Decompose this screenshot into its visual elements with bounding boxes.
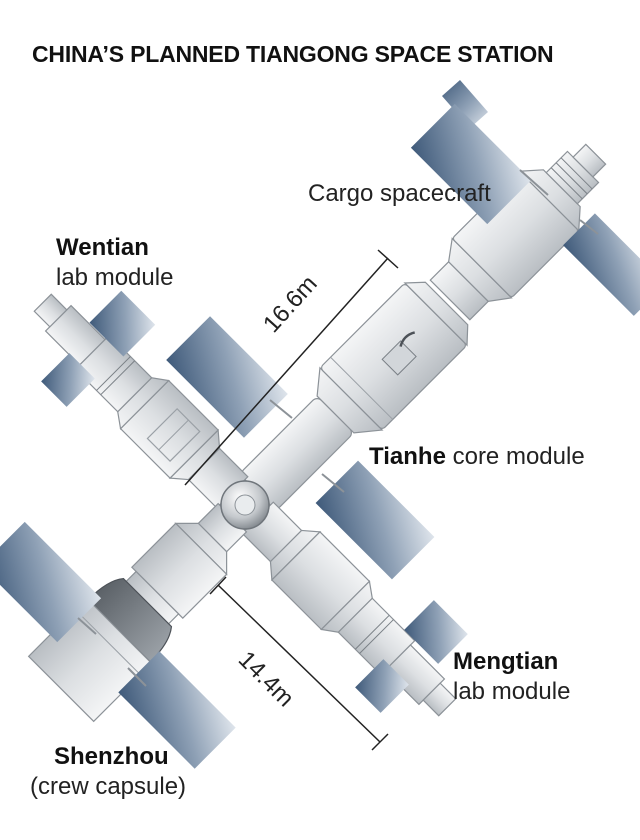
wentian-lab-module	[33, 293, 249, 509]
mengtian-lab-module	[241, 501, 457, 717]
tianhe-solar-panel-lower	[315, 460, 435, 580]
shenzhou-name: Shenzhou	[54, 743, 169, 770]
cargo-spacecraft-label: Cargo spacecraft	[308, 180, 491, 207]
wentian-desc: lab module	[56, 264, 174, 291]
wentian-name: Wentian	[56, 234, 149, 261]
tianhe-desc: core module	[452, 443, 585, 470]
wentian-solar-panels	[41, 290, 156, 407]
mengtian-label: Mengtian lab module	[453, 647, 570, 707]
shenzhou-label: Shenzhou (crew capsule)	[30, 742, 186, 802]
dimension-line-upper	[184, 249, 399, 486]
page-title: CHINA’S PLANNED TIANGONG SPACE STATION	[32, 41, 554, 67]
tianhe-label: Tianhe core module	[369, 442, 585, 472]
mengtian-solar-panels	[355, 600, 468, 713]
tianhe-solar-panel-upper	[166, 316, 293, 438]
mengtian-desc: lab module	[453, 678, 571, 705]
shenzhou-desc: (crew capsule)	[30, 773, 187, 800]
tianhe-name: Tianhe	[369, 443, 446, 470]
mengtian-name: Mengtian	[453, 648, 559, 675]
tianhe-core-module	[241, 281, 469, 509]
cargo-spacecraft	[429, 143, 607, 321]
dimension-line-lower	[209, 576, 389, 751]
cargo-solar-panel-upper	[410, 80, 549, 225]
shenzhou-solar-panels	[0, 521, 236, 769]
wentian-label: Wentian lab module	[56, 233, 173, 293]
